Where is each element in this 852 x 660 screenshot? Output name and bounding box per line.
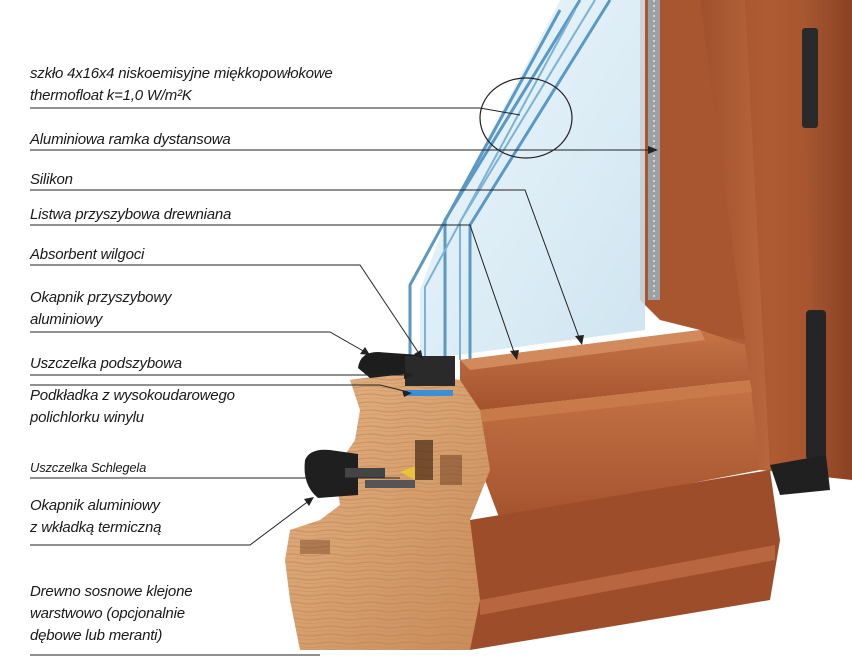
label-pine-line2: warstwowo (opcjonalnie bbox=[30, 604, 185, 624]
pvc-pad bbox=[405, 390, 453, 396]
label-pad-line1: Podkładka z wysokoudarowego bbox=[30, 386, 235, 406]
absorbent-block bbox=[405, 356, 455, 386]
label-alu-drip-line1: Okapnik aluminiowy bbox=[30, 496, 160, 516]
hinge-top bbox=[802, 28, 818, 128]
label-wood-bead: Listwa przyszybowa drewniana bbox=[30, 205, 231, 225]
glazing-unit bbox=[410, 0, 660, 362]
label-spacer: Aluminiowa ramka dystansowa bbox=[30, 130, 231, 150]
label-gasket: Uszczelka podszybowa bbox=[30, 354, 182, 374]
hinge-bottom bbox=[806, 310, 826, 460]
label-pad-line2: polichlorku winylu bbox=[30, 408, 144, 428]
label-alu-drip-line2: z wkładką termiczną bbox=[30, 518, 161, 538]
profile-section bbox=[285, 352, 490, 650]
label-pine-line1: Drewno sosnowe klejone bbox=[30, 582, 192, 602]
label-silicone: Silikon bbox=[30, 170, 73, 190]
label-absorbent: Absorbent wilgoci bbox=[30, 245, 144, 265]
label-glass-line1: szkło 4x16x4 niskoemisyjne miękkopowłoko… bbox=[30, 64, 333, 84]
thermal-insert bbox=[345, 468, 385, 478]
label-drip-line2: aluminiowy bbox=[30, 310, 102, 330]
label-pine-line3: dębowe lub meranti) bbox=[30, 626, 162, 646]
label-schlegel: Uszczelka Schlegela bbox=[30, 458, 146, 478]
label-drip-line1: Okapnik przyszybowy bbox=[30, 288, 171, 308]
label-glass-line2: thermofloat k=1,0 W/m²K bbox=[30, 86, 192, 106]
